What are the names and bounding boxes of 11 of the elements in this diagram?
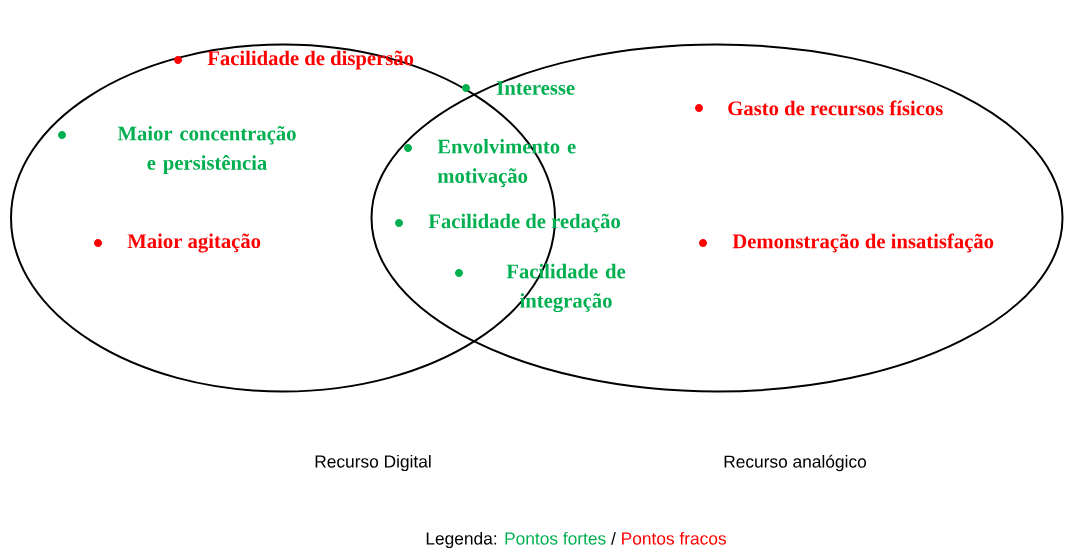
bullet-item: Maior concentração e persistência <box>58 125 296 175</box>
set-label: Recurso Digital <box>315 454 431 472</box>
bullet-item: Maior agitação <box>94 233 261 253</box>
separator-slash: / <box>611 531 616 545</box>
bullet-item: Demonstração de insatisfação <box>699 233 994 253</box>
legend-entry: Pontos fortes <box>505 531 606 545</box>
legend-title: Legenda: <box>426 531 497 549</box>
legend-entry: Pontos fracos <box>622 531 726 545</box>
bullet-item: Gasto de recursos físicos <box>695 100 943 116</box>
set-label: Recurso analógico <box>724 454 866 472</box>
bullet-item: Interesse <box>462 81 575 95</box>
